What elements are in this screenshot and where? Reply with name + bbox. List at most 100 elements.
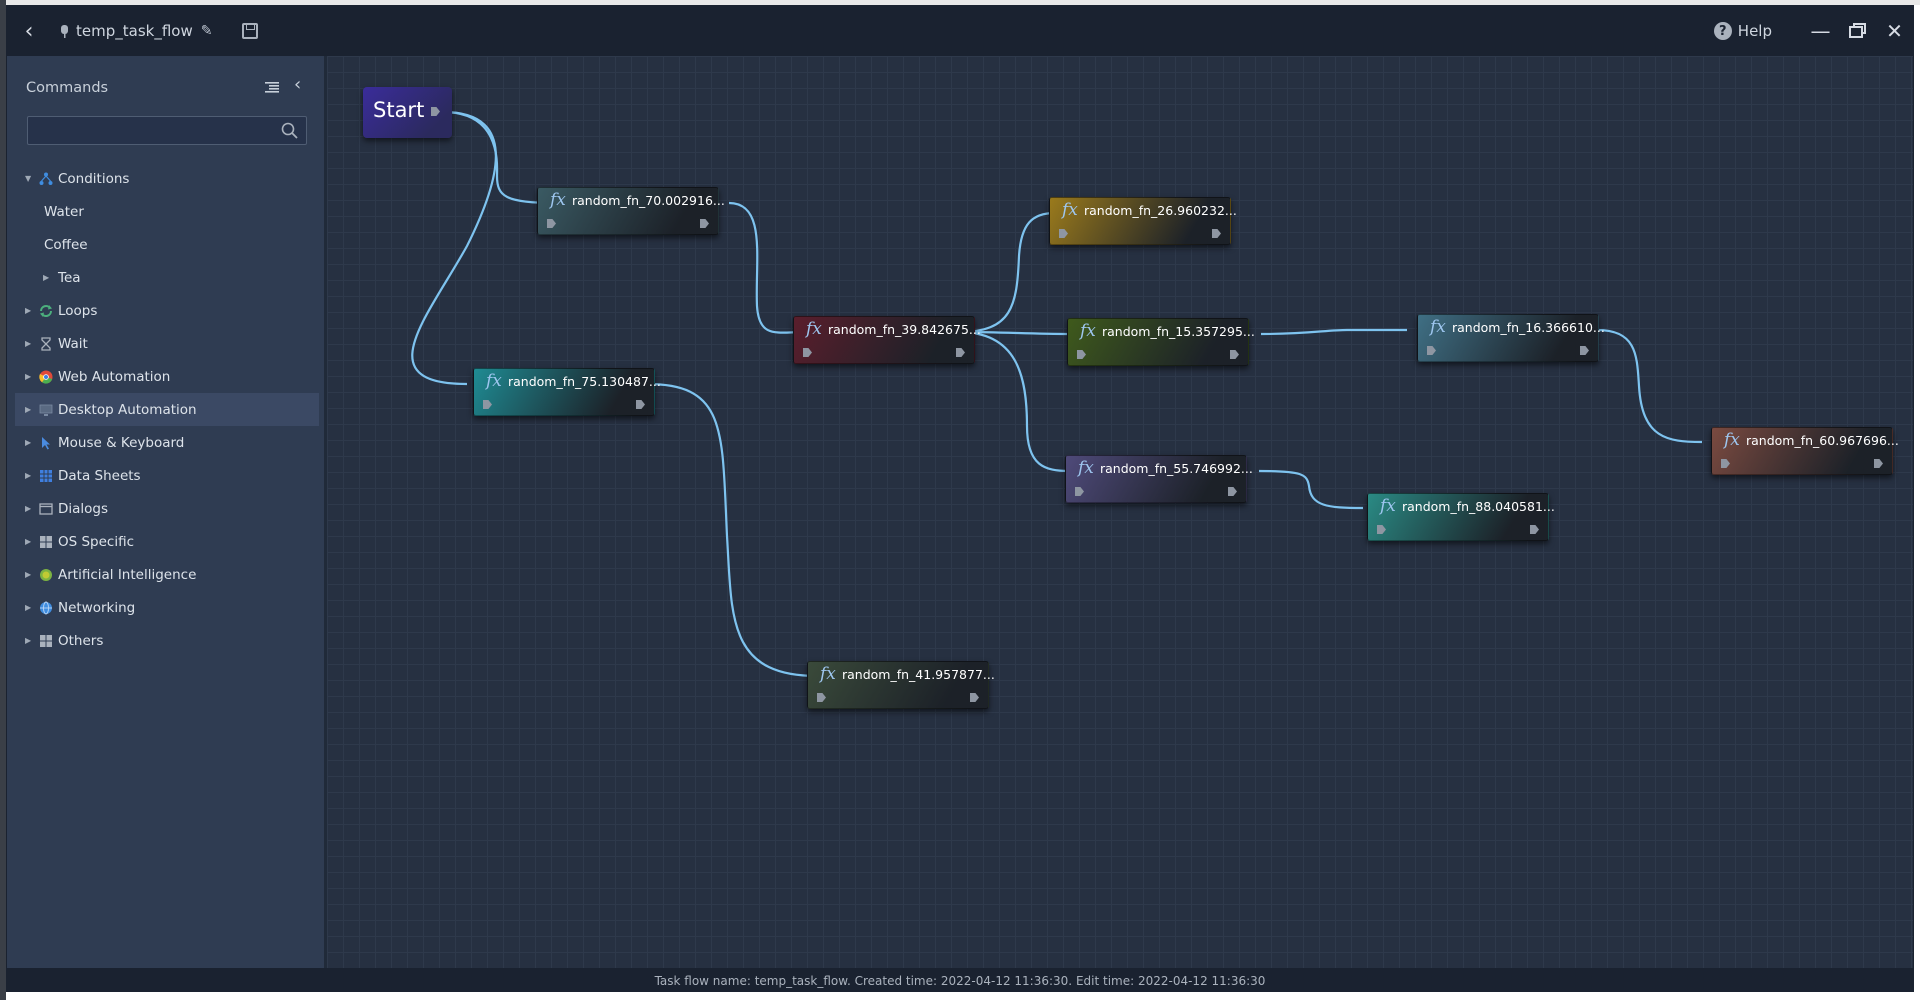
commands-sidebar: Commands ‹ ▼ Conditions xyxy=(7,56,327,968)
desktop-background xyxy=(0,0,1920,5)
tree-item-label: Water xyxy=(44,203,84,220)
function-node[interactable]: fx random_fn_15.357295... xyxy=(1067,318,1255,366)
function-node[interactable]: fx random_fn_70.002916... xyxy=(537,187,725,235)
wire-n1-to-n3 xyxy=(728,201,806,334)
output-port[interactable] xyxy=(1230,350,1239,359)
collapsed-caret-icon: ▶ xyxy=(25,405,32,414)
input-port[interactable] xyxy=(803,348,812,357)
tree-item-web-automation[interactable]: ▶ Web Automation xyxy=(15,360,319,393)
wire-n3-to-n4 xyxy=(958,211,1056,334)
tree-item-networking[interactable]: ▶ Networking xyxy=(15,591,319,624)
function-icon: fx xyxy=(486,371,502,391)
input-port[interactable] xyxy=(817,693,826,702)
input-port[interactable] xyxy=(1077,350,1086,359)
function-node[interactable]: fx random_fn_55.746992... xyxy=(1065,455,1253,503)
input-port[interactable] xyxy=(1377,525,1386,534)
function-node[interactable]: fx random_fn_60.967696... xyxy=(1711,427,1899,475)
output-port[interactable] xyxy=(956,348,965,357)
tree-item-tea[interactable]: ▶ Tea xyxy=(15,261,319,294)
collapsed-caret-icon: ▶ xyxy=(25,537,32,546)
function-node[interactable]: fx random_fn_88.040581... xyxy=(1367,493,1555,541)
tree-item-loops[interactable]: ▶ Loops xyxy=(15,294,319,327)
input-port[interactable] xyxy=(1075,487,1084,496)
chrome-icon xyxy=(39,370,53,384)
function-node[interactable]: fx random_fn_75.130487... xyxy=(473,368,661,416)
wire-start-to-n2 xyxy=(411,110,497,386)
tree-item-desktop-automation[interactable]: ▶ Desktop Automation xyxy=(15,393,319,426)
flow-name-area: temp_task_flow ✎ xyxy=(59,22,212,40)
wire-n5-to-n6 xyxy=(1260,328,1407,336)
help-button[interactable]: ? Help xyxy=(1713,22,1772,40)
tree-item-conditions[interactable]: ▼ Conditions xyxy=(15,162,319,195)
function-icon: fx xyxy=(1078,458,1094,478)
output-port[interactable] xyxy=(1530,525,1539,534)
function-icon: fx xyxy=(1724,430,1740,450)
input-port[interactable] xyxy=(1427,346,1436,355)
function-icon: fx xyxy=(806,319,822,339)
search-icon[interactable] xyxy=(281,122,298,139)
close-icon[interactable]: ✕ xyxy=(1886,19,1903,43)
tree-item-others[interactable]: ▶ Others xyxy=(15,624,319,657)
tree-item-os-specific[interactable]: ▶ OS Specific xyxy=(15,525,319,558)
tree-item-label: Coffee xyxy=(44,236,88,253)
flow-canvas[interactable]: Start fx random_fn_70.002916... fx rando… xyxy=(327,56,1913,968)
expanded-caret-icon: ▼ xyxy=(25,174,32,183)
output-port[interactable] xyxy=(1212,229,1221,238)
tree-item-label: Wait xyxy=(58,335,88,352)
tree-item-mouse-keyboard[interactable]: ▶ Mouse & Keyboard xyxy=(15,426,319,459)
tree-item-dialogs[interactable]: ▶ Dialogs xyxy=(15,492,319,525)
tree-item-data-sheets[interactable]: ▶ Data Sheets xyxy=(15,459,319,492)
save-icon[interactable] xyxy=(242,23,259,39)
start-output-port[interactable] xyxy=(431,107,440,116)
node-label: random_fn_55.746992... xyxy=(1100,461,1253,476)
function-node[interactable]: fx random_fn_26.960232... xyxy=(1049,197,1237,245)
grid-icon xyxy=(40,469,52,482)
function-node[interactable]: fx random_fn_39.842675... xyxy=(793,316,981,364)
wire-n7-to-n8 xyxy=(1258,469,1364,510)
function-icon: fx xyxy=(1062,200,1078,220)
help-icon: ? xyxy=(1713,22,1732,40)
tree-item-coffee[interactable]: Coffee xyxy=(15,228,319,261)
output-port[interactable] xyxy=(1580,346,1589,355)
cursor-icon xyxy=(42,436,50,449)
list-view-icon[interactable] xyxy=(265,82,279,93)
input-port[interactable] xyxy=(1721,459,1730,468)
start-node[interactable]: Start xyxy=(363,87,452,138)
node-label: random_fn_16.366610... xyxy=(1452,320,1605,335)
function-icon: fx xyxy=(1080,321,1096,341)
ai-icon xyxy=(40,568,52,581)
output-port[interactable] xyxy=(1228,487,1237,496)
edit-pencil-icon[interactable]: ✎ xyxy=(200,23,213,39)
tree-item-label: Networking xyxy=(58,599,136,616)
restore-icon[interactable] xyxy=(1839,6,1876,56)
back-arrow-icon[interactable]: ‹ xyxy=(24,18,34,44)
minimize-icon[interactable]: — xyxy=(1810,19,1831,43)
input-port[interactable] xyxy=(483,400,492,409)
input-port[interactable] xyxy=(547,219,556,228)
function-node[interactable]: fx random_fn_16.366610... xyxy=(1417,314,1605,362)
collapsed-caret-icon: ▶ xyxy=(25,306,32,315)
node-label: random_fn_41.957877... xyxy=(842,667,995,682)
tree-item-artificial-intelligence[interactable]: ▶ Artificial Intelligence xyxy=(15,558,319,591)
tree-item-water[interactable]: Water xyxy=(15,195,319,228)
task-flow-window: ‹ temp_task_flow ✎ ? Help — ✕ Co xyxy=(6,5,1914,992)
collapse-sidebar-icon[interactable]: ‹ xyxy=(294,74,302,95)
output-port[interactable] xyxy=(970,693,979,702)
tree-item-label: OS Specific xyxy=(58,533,135,550)
node-label: random_fn_75.130487... xyxy=(508,374,661,389)
tree-item-label: Conditions xyxy=(58,170,130,187)
collapsed-caret-icon: ▶ xyxy=(25,504,32,513)
output-port[interactable] xyxy=(636,400,645,409)
tree-item-label: Mouse & Keyboard xyxy=(58,434,185,451)
desktop-edge xyxy=(0,0,6,1000)
command-search-input[interactable] xyxy=(32,120,276,143)
function-icon: fx xyxy=(550,190,566,210)
input-port[interactable] xyxy=(1059,229,1068,238)
output-port[interactable] xyxy=(1874,459,1883,468)
output-port[interactable] xyxy=(700,219,709,228)
collapsed-caret-icon: ▶ xyxy=(43,273,50,282)
tree-item-wait[interactable]: ▶ Wait xyxy=(15,327,319,360)
dialog-icon xyxy=(39,502,53,515)
function-node[interactable]: fx random_fn_41.957877... xyxy=(807,661,995,709)
collapsed-caret-icon: ▶ xyxy=(25,471,32,480)
